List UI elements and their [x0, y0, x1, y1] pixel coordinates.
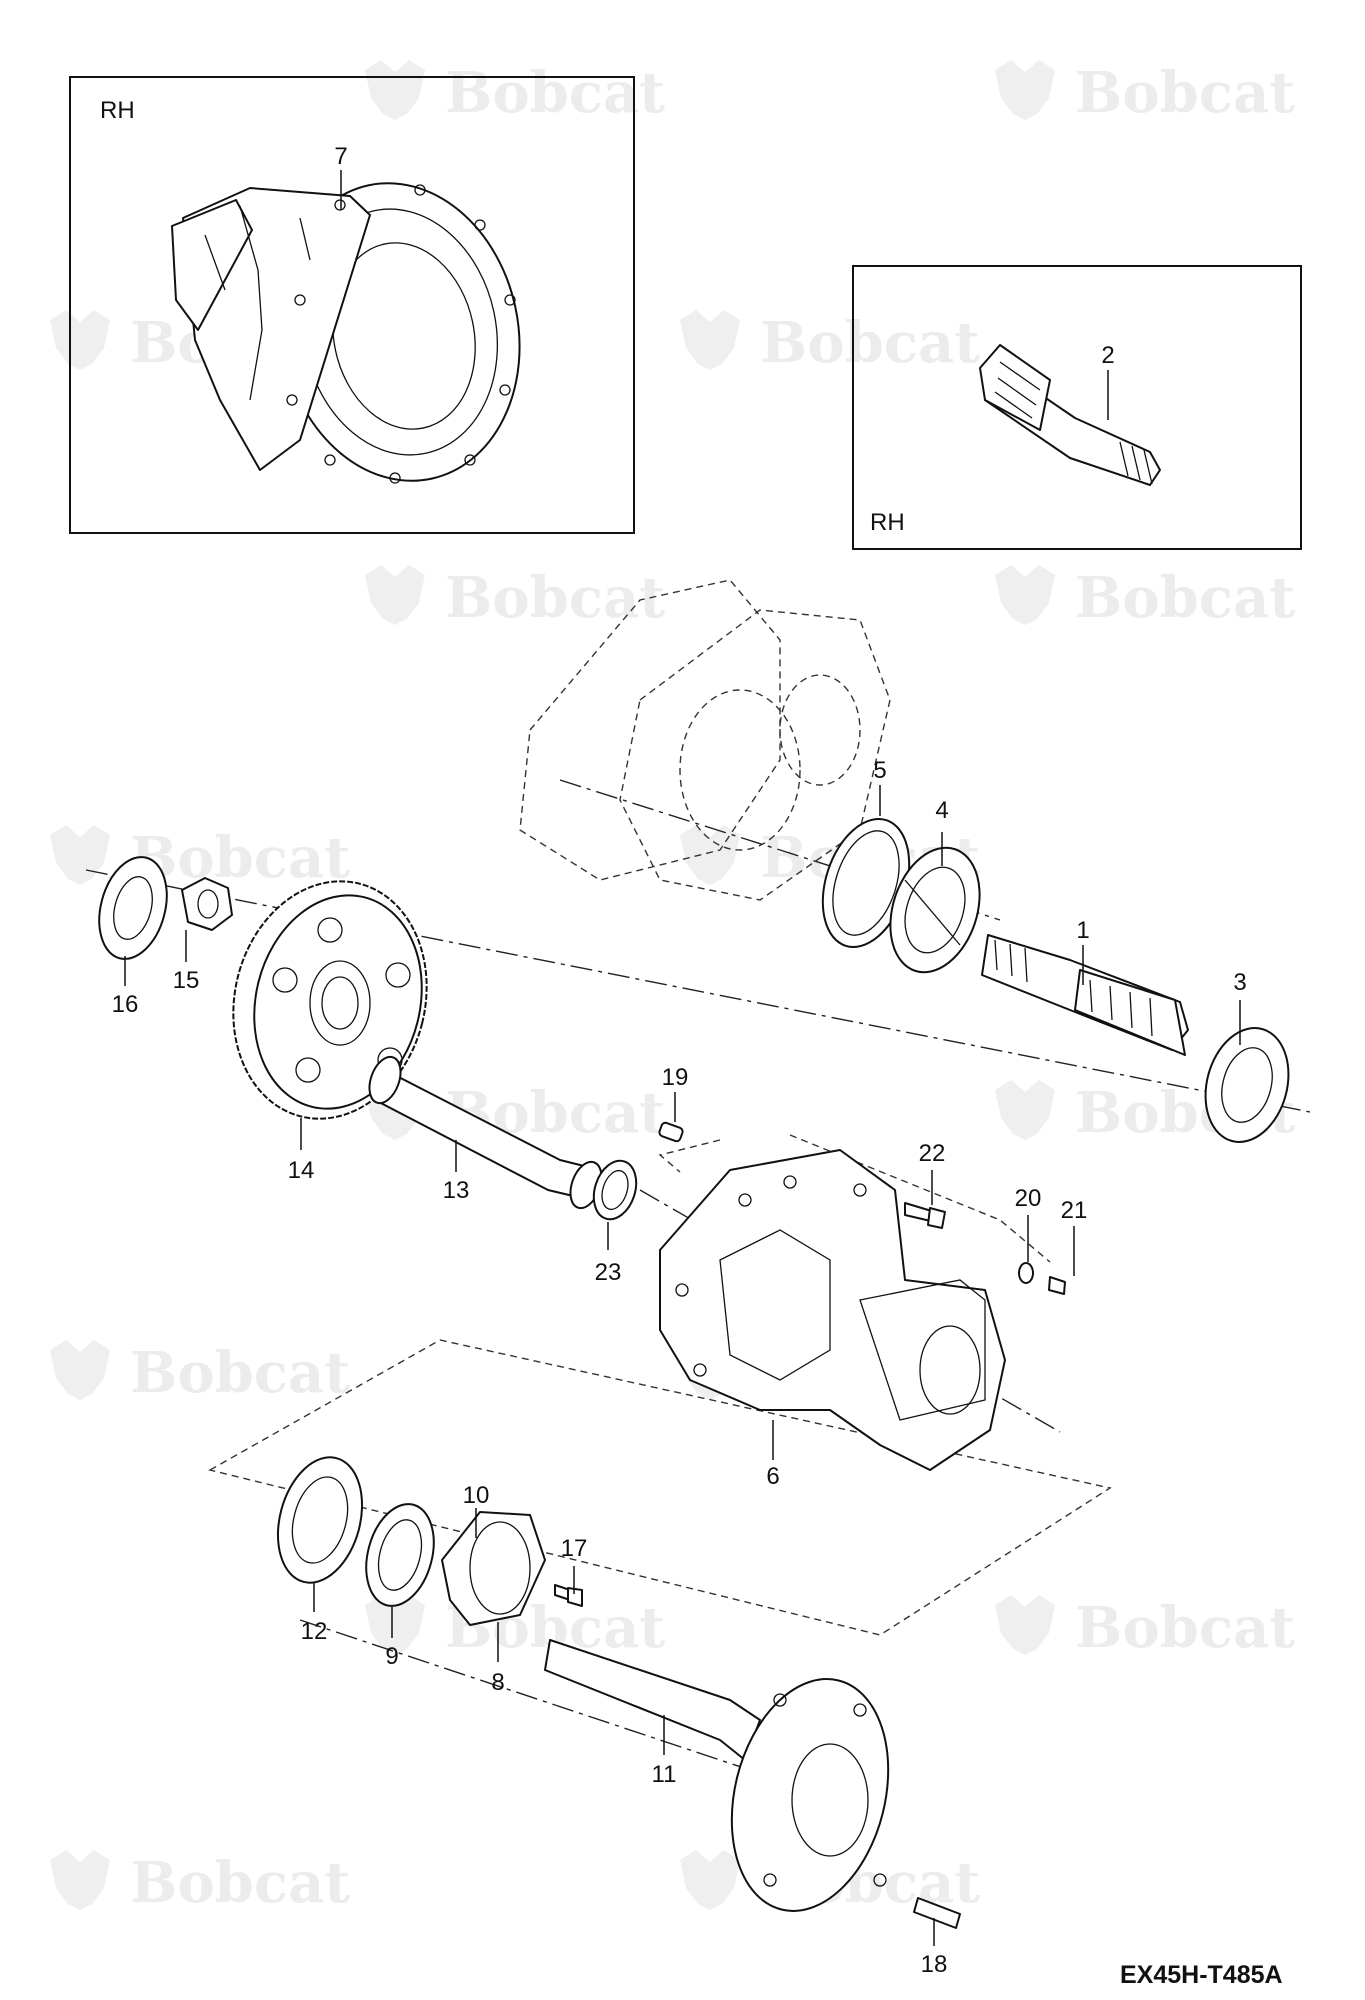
- bobcat-head-logo: [995, 1595, 1055, 1655]
- callout-13: 13: [443, 1177, 470, 1204]
- part-23-washer: [592, 1159, 638, 1221]
- watermark-text: Bobcat: [445, 60, 665, 126]
- flange-bolt-holes: [286, 184, 516, 484]
- watermark: Bobcat: [995, 565, 1295, 631]
- part-4-bearing: [889, 846, 981, 974]
- watermark-text: Bobcat: [445, 565, 665, 631]
- watermark-text: Bobcat: [760, 310, 980, 376]
- bobcat-head-logo: [995, 1080, 1055, 1140]
- bobcat-head-logo: [680, 825, 740, 885]
- watermark-text: Bobcat: [1075, 60, 1295, 126]
- part-9-seal: [365, 1503, 435, 1607]
- part-1-shaft: [981, 934, 1189, 1056]
- bobcat-head-logo: [365, 60, 425, 120]
- bobcat-head-logo: [995, 60, 1055, 120]
- part-15-nut: [181, 877, 233, 931]
- callout-4: 4: [935, 797, 948, 824]
- callout-6: 6: [766, 1463, 779, 1490]
- callout-8: 8: [491, 1669, 504, 1696]
- part-3-bearing: [1204, 1027, 1290, 1143]
- bobcat-head-logo: [680, 310, 740, 370]
- callout-19: 19: [662, 1064, 689, 1091]
- part-20-clip: [1018, 1262, 1034, 1284]
- part-16-bearing: [98, 856, 168, 960]
- callout-10: 10: [463, 1482, 490, 1509]
- callout-5: 5: [873, 757, 886, 784]
- detail-left-label: RH: [100, 97, 135, 124]
- watermark-text: Bobcat: [130, 1850, 350, 1916]
- callouts: 1 3 4 5 6 8 9 10 11 12 13 14 15 16 17 18: [112, 757, 1247, 1978]
- part-12-bearing: [276, 1456, 364, 1584]
- callout-16: 16: [112, 991, 139, 1018]
- part-21-clip: [1048, 1276, 1066, 1295]
- bobcat-head-logo: [50, 310, 110, 370]
- watermark: Bobcat: [50, 1850, 350, 1916]
- callout-1: 1: [1076, 917, 1089, 944]
- callout-18: 18: [921, 1951, 948, 1978]
- callout-7: 7: [334, 143, 347, 170]
- callout-21: 21: [1061, 1197, 1088, 1224]
- callout-15: 15: [173, 967, 200, 994]
- callout-9: 9: [385, 1643, 398, 1670]
- drawing-code: EX45H-T485A: [1120, 1961, 1283, 1989]
- watermark: Bobcat: [365, 565, 665, 631]
- callout-12: 12: [301, 1618, 328, 1645]
- bobcat-head-logo: [680, 1850, 740, 1910]
- bobcat-head-logo: [365, 565, 425, 625]
- part-10-retainer: [441, 1511, 546, 1626]
- callout-17: 17: [561, 1535, 588, 1562]
- watermark: Bobcat: [995, 60, 1295, 126]
- part-17-bolt: [554, 1584, 583, 1607]
- part-6-case: [659, 1149, 1006, 1471]
- part-19-pin: [658, 1121, 684, 1143]
- callout-3: 3: [1233, 969, 1246, 996]
- bobcat-head-logo: [50, 1850, 110, 1910]
- part-2-shaft: [979, 344, 1161, 486]
- watermark: Bobcat: [50, 1340, 350, 1406]
- bobcat-head-logo: [995, 565, 1055, 625]
- detail-box-left: RH 7: [69, 76, 635, 534]
- callout-20: 20: [1015, 1185, 1042, 1212]
- callout-2: 2: [1101, 342, 1114, 369]
- bobcat-head-logo: [50, 825, 110, 885]
- callout-11: 11: [652, 1761, 677, 1788]
- part-5-snap-ring: [821, 818, 911, 948]
- detail-right-label: RH: [870, 509, 905, 536]
- callout-22: 22: [919, 1140, 946, 1167]
- part-7-housing: [171, 182, 521, 484]
- callout-23: 23: [595, 1259, 622, 1286]
- bobcat-head-logo: [365, 1595, 425, 1655]
- watermark-text: Bobcat: [130, 1340, 350, 1406]
- watermark-text: Bobcat: [1075, 565, 1295, 631]
- part-18-stud: [913, 1897, 961, 1929]
- watermark: Bobcat: [995, 1595, 1295, 1661]
- watermark: Bobcat: [50, 825, 350, 891]
- part-13-sleeve: [368, 1055, 603, 1210]
- watermark: Bobcat: [365, 60, 665, 126]
- callout-14: 14: [288, 1157, 315, 1184]
- part-11-output-shaft: [544, 1639, 890, 1912]
- watermark: Bobcat: [680, 310, 980, 376]
- part-22-bolt: [904, 1202, 946, 1229]
- watermark-text: Bobcat: [130, 825, 350, 891]
- part-14-gear: [232, 880, 428, 1120]
- detail-box-right: RH 2: [852, 265, 1302, 550]
- bobcat-head-logo: [50, 1340, 110, 1400]
- watermark-text: Bobcat: [1075, 1595, 1295, 1661]
